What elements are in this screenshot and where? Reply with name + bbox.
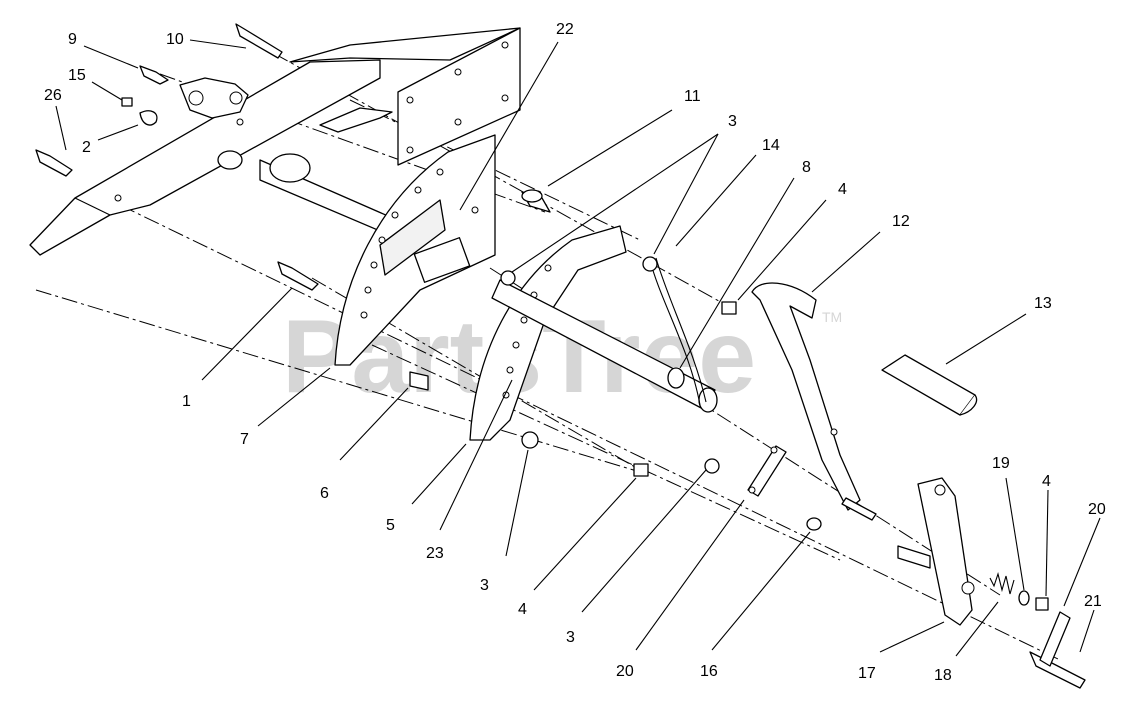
bolt-21 [1029, 651, 1086, 689]
spacer-16 [806, 517, 822, 531]
watermark-trademark: TM [822, 309, 842, 325]
callout-10: 10 [166, 31, 184, 48]
callout-16: 16 [700, 663, 718, 680]
callout-21: 21 [1084, 593, 1102, 610]
callout-4-right: 4 [1042, 473, 1051, 490]
callout-12: 12 [892, 213, 910, 230]
spacer-6 [409, 371, 429, 391]
callout-4-lower: 4 [518, 601, 527, 618]
pedal-pad-13 [881, 354, 978, 416]
link-20-right [1039, 611, 1071, 667]
pivot-lug [179, 77, 249, 119]
callout-17: 17 [858, 665, 876, 682]
callout-2: 2 [82, 139, 91, 156]
callout-20-right: 20 [1088, 501, 1106, 518]
callout-20-lower: 20 [616, 663, 634, 680]
callout-18: 18 [934, 667, 952, 684]
nut-4-lower [633, 463, 649, 477]
callout-15: 15 [68, 67, 86, 84]
callout-7: 7 [240, 431, 249, 448]
callout-5: 5 [386, 517, 395, 534]
main-frame-bar [29, 59, 381, 256]
callout-13: 13 [1034, 295, 1052, 312]
callout-6: 6 [320, 485, 329, 502]
set-screw-15 [121, 97, 133, 107]
callout-labels: 9 10 15 26 2 22 11 3 14 8 4 12 13 1 7 6 … [44, 21, 1106, 684]
cotter-pin-14 [649, 257, 707, 406]
callout-11: 11 [684, 88, 701, 105]
callout-3-upper: 3 [728, 113, 737, 130]
bolt-10 [235, 23, 283, 59]
bolt-26 [35, 149, 73, 177]
spring-18 [989, 572, 1015, 595]
quadrant-plate-left [334, 134, 496, 366]
callout-26: 26 [44, 87, 62, 104]
nut-4-right [1035, 597, 1049, 611]
mounting-bracket [289, 27, 521, 166]
callout-8: 8 [802, 159, 811, 176]
callout-22: 22 [556, 21, 574, 38]
link-20-middle [747, 445, 787, 497]
callout-3-mid: 3 [480, 577, 489, 594]
lever-17 [897, 477, 975, 626]
callout-9: 9 [68, 31, 77, 48]
nut-3-mid [500, 270, 516, 286]
nut-3-upper [642, 256, 658, 272]
callout-23: 23 [426, 545, 444, 562]
callout-19: 19 [992, 455, 1010, 472]
callout-1: 1 [182, 393, 191, 410]
pedal-arm-12 [751, 282, 877, 521]
washer-19 [1018, 590, 1030, 606]
callout-4-upper: 4 [838, 181, 847, 198]
clip-2 [139, 110, 158, 126]
nut-4-upper [721, 301, 737, 315]
nut-3-right [704, 458, 720, 474]
callout-14: 14 [762, 137, 780, 154]
callout-3-lower: 3 [566, 629, 575, 646]
bolt-9 [139, 65, 169, 85]
nut-3-lower [521, 431, 539, 449]
bolt-1 [277, 261, 319, 291]
leader-lines [55, 39, 1101, 657]
spacer-11 [521, 189, 551, 213]
